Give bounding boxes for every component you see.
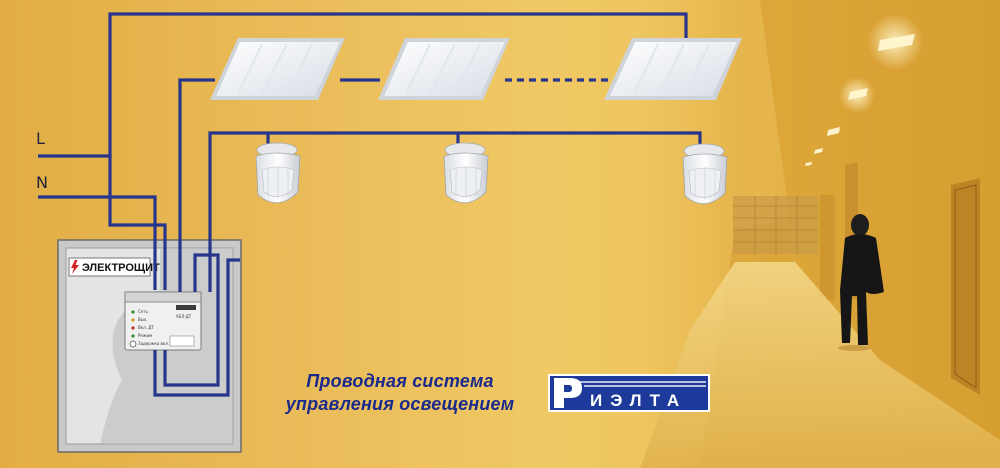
relay-model: УБЛ-ДТ bbox=[176, 314, 192, 319]
ceiling-lamp-icon bbox=[210, 38, 345, 100]
caption-line-2: управления освещением bbox=[285, 394, 515, 414]
wire-phase-panel bbox=[108, 156, 167, 290]
ceiling-lamp-icon bbox=[604, 38, 742, 100]
wire-lamps bbox=[178, 78, 215, 292]
wiring bbox=[38, 12, 702, 397]
wire-label-neutral: N bbox=[36, 173, 48, 192]
ceiling-lamp-1 bbox=[210, 38, 345, 100]
motion-sensor-icon bbox=[682, 143, 728, 205]
ceiling-lamp-2 bbox=[378, 38, 510, 100]
relay-label-mode: Режим bbox=[138, 333, 152, 338]
logo-text: ИЭЛТА bbox=[590, 391, 687, 410]
motion-sensor-icon bbox=[255, 142, 301, 204]
lightning-icon bbox=[71, 260, 79, 274]
caption: Проводная система управления освещением bbox=[275, 370, 525, 416]
ceiling-lamp-icon bbox=[378, 38, 510, 100]
wire-sensors bbox=[208, 131, 702, 292]
motion-sensor-2 bbox=[443, 142, 489, 204]
motion-sensor-3 bbox=[682, 143, 728, 205]
wire-phase bbox=[38, 12, 688, 158]
motion-sensor-1 bbox=[255, 142, 301, 204]
rielta-logo: ИЭЛТА bbox=[548, 374, 710, 412]
wire-neutral bbox=[38, 195, 157, 290]
person-icon bbox=[838, 214, 884, 351]
relay-device: Сеть Вых. Вкл. ДТ Режим Задержка вкл. УБ… bbox=[124, 291, 202, 351]
logo-letter-r bbox=[554, 378, 582, 408]
motion-sensor-icon bbox=[443, 142, 489, 204]
relay-label-output: Вых. bbox=[138, 317, 148, 322]
wire-return-loop bbox=[163, 253, 220, 387]
ceiling-lamp-3 bbox=[604, 38, 742, 100]
relay-label-sensor: Вкл. ДТ bbox=[138, 325, 154, 330]
caption-line-1: Проводная система bbox=[306, 371, 494, 391]
panel-label: ЭЛЕКТРОЩИТ bbox=[82, 262, 160, 274]
wire-neutral-panel bbox=[153, 258, 240, 397]
relay-label-network: Сеть bbox=[138, 309, 149, 314]
wire-label-phase: L bbox=[36, 129, 45, 148]
relay-label-delay: Задержка вкл. bbox=[138, 341, 169, 346]
